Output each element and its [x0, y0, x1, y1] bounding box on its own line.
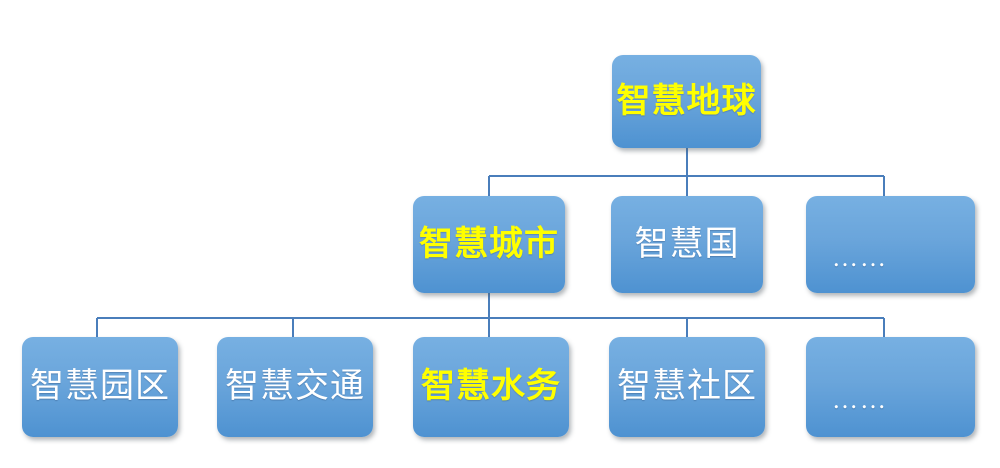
node-label: 智慧地球 — [616, 82, 757, 120]
node-label: 智慧国 — [634, 225, 740, 263]
node-smart-city[interactable]: 智慧城市 — [413, 196, 565, 293]
node-label: 智慧园区 — [30, 368, 170, 405]
node-label: 智慧城市 — [419, 225, 559, 263]
node-smart-community[interactable]: 智慧社区 — [609, 337, 765, 437]
node-smart-country[interactable]: 智慧国 — [611, 196, 763, 293]
node-label: …… — [832, 385, 888, 414]
node-smart-park[interactable]: 智慧园区 — [22, 337, 178, 437]
node-label: …… — [832, 242, 888, 272]
node-label: 智慧交通 — [225, 368, 365, 405]
node-more-level2[interactable]: …… — [806, 196, 975, 293]
node-label: 智慧社区 — [617, 368, 757, 405]
node-more-level3[interactable]: …… — [806, 337, 975, 437]
node-label: 智慧水务 — [421, 368, 561, 405]
node-smart-water[interactable]: 智慧水务 — [413, 337, 569, 437]
node-smart-transport[interactable]: 智慧交通 — [217, 337, 373, 437]
node-smart-earth[interactable]: 智慧地球 — [612, 55, 761, 148]
